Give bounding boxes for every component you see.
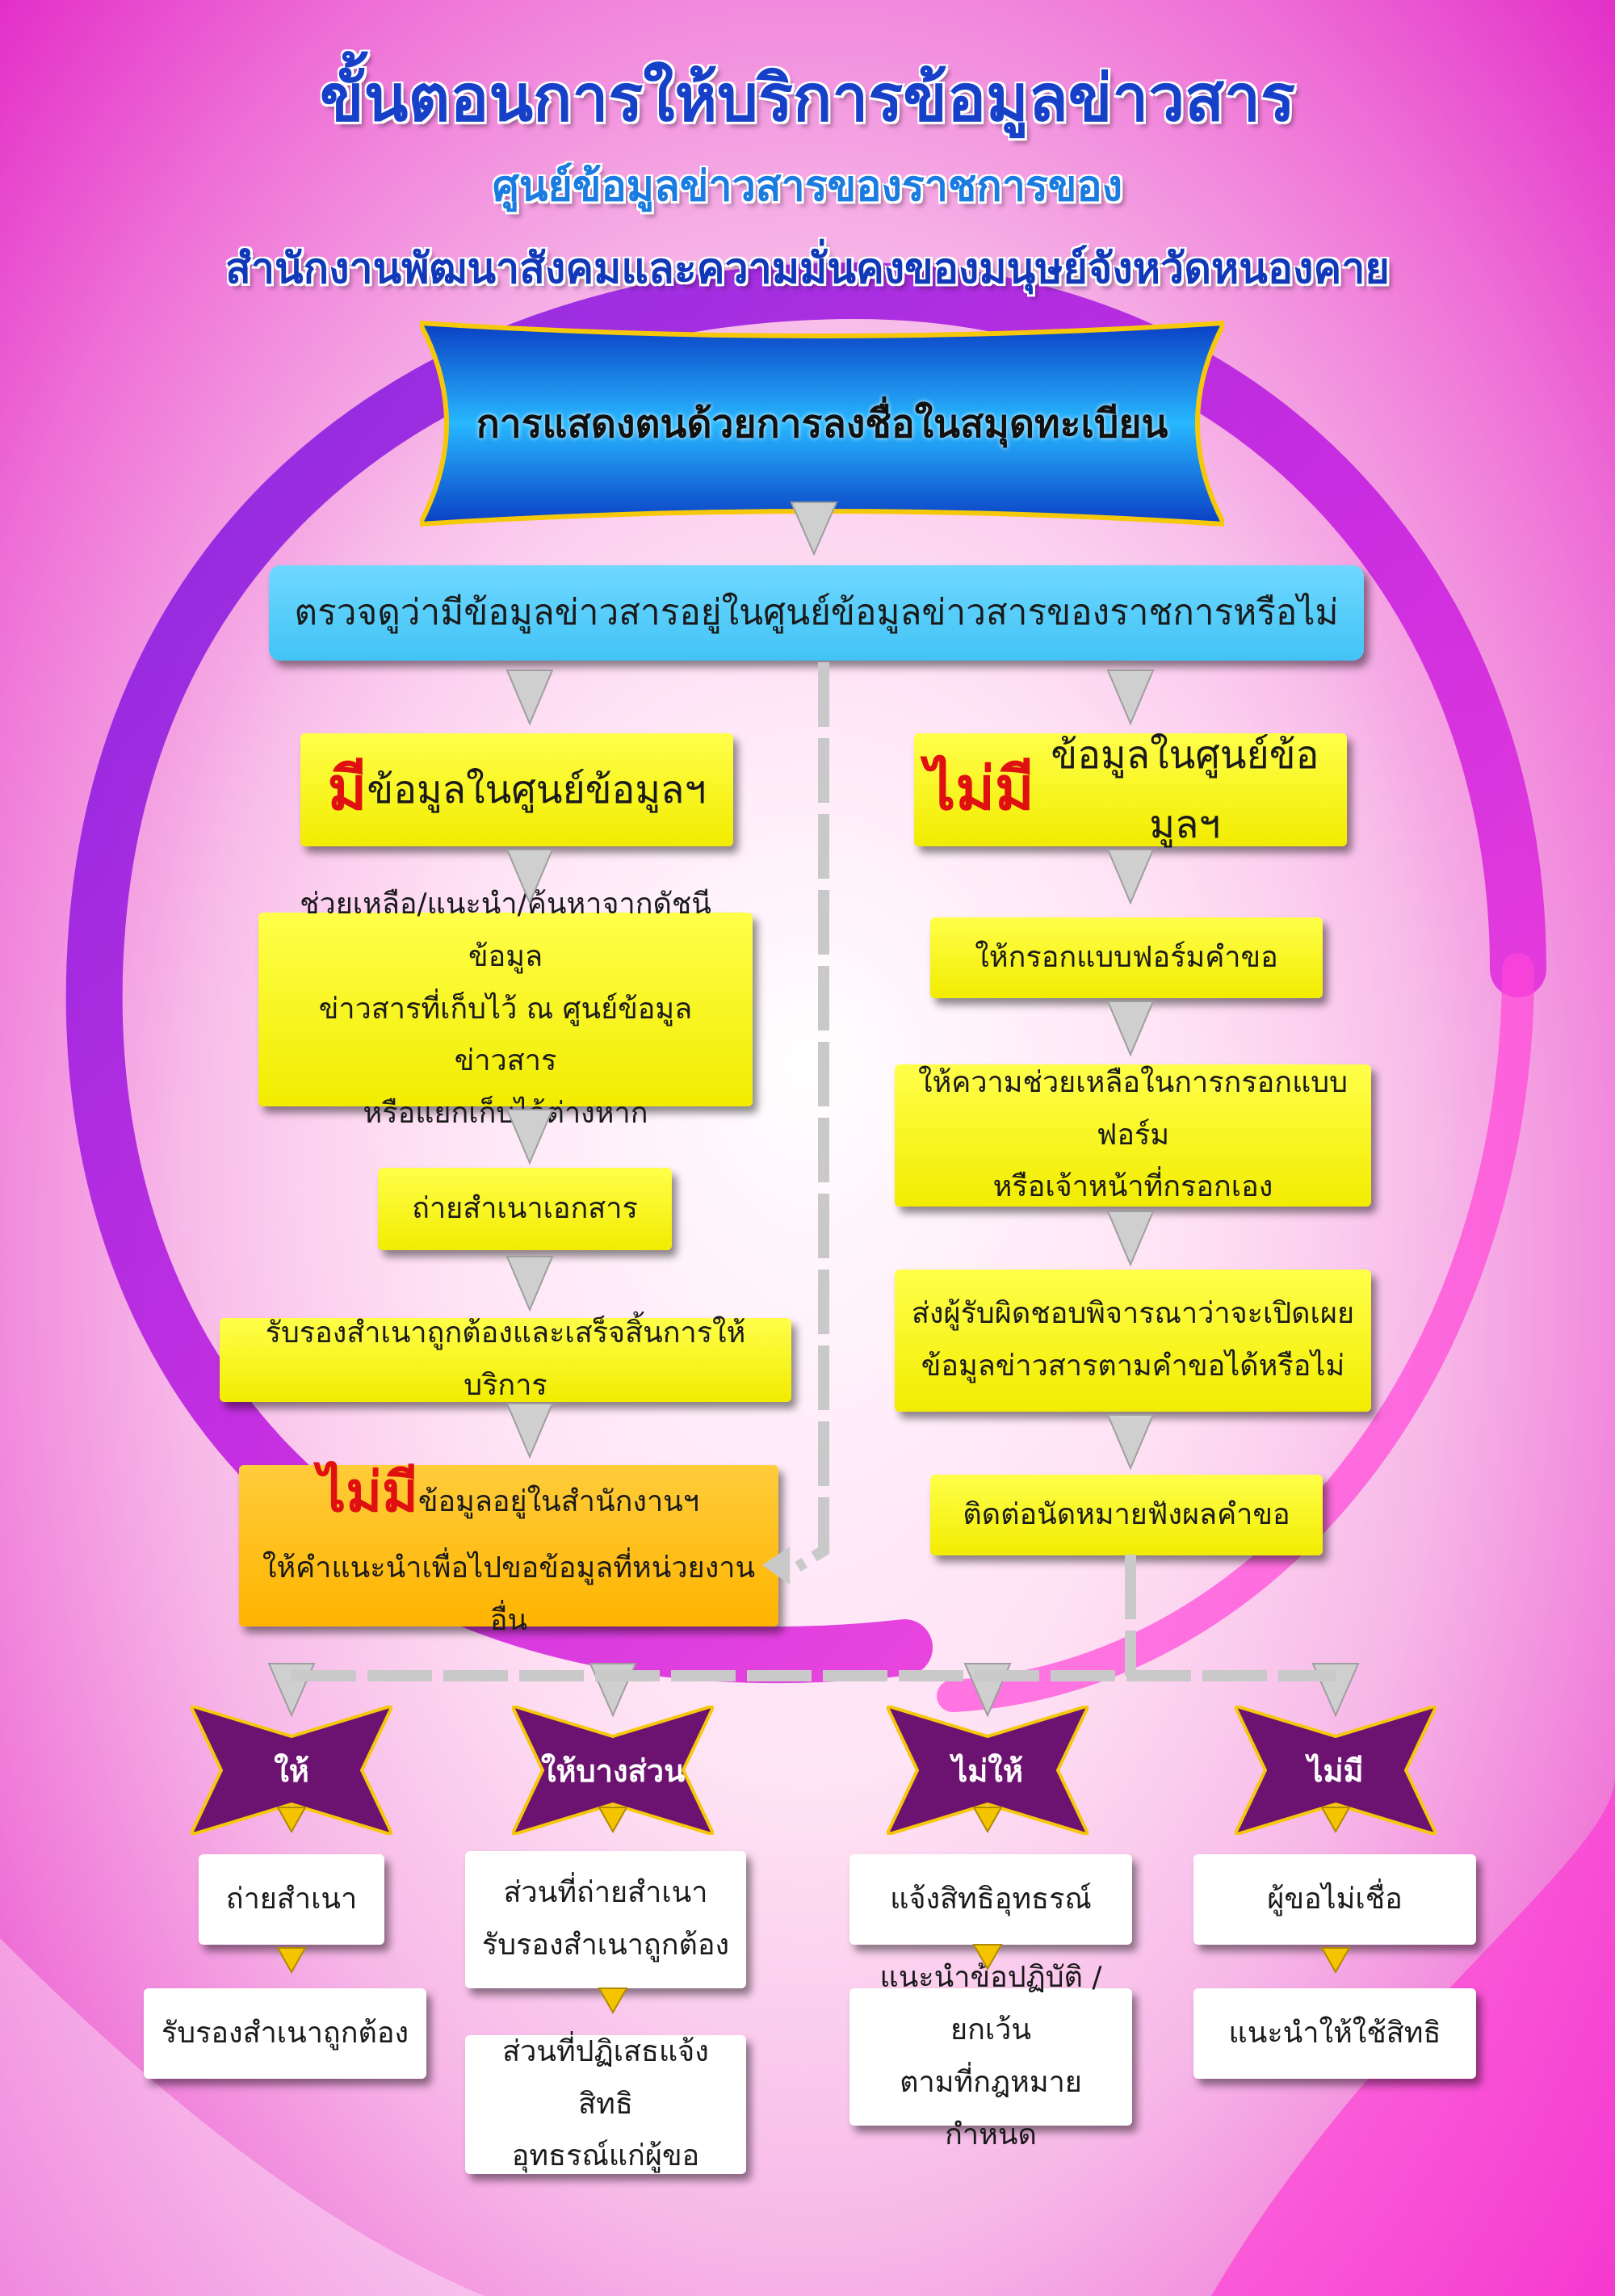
no-data-emphasis: ไม่มี <box>318 1461 418 1526</box>
outcome-line: ผู้ขอไม่เชื่อ <box>1267 1882 1403 1916</box>
outcome-star-deny: ไม่ให้ <box>887 1706 1089 1835</box>
page-subtitle-2: สำนักงานพัฒนาสังคมและความมั่นคงของมนุษย์… <box>225 245 1390 293</box>
outcome-line: อุทธรณ์แก่ผู้ขอ <box>511 2139 700 2173</box>
left-head-text: ข้อมูลในศูนย์ข้อมูลฯ <box>367 766 707 812</box>
no-data-rest: ข้อมูลอยู่ในสำนักงานฯ <box>417 1485 699 1519</box>
left-step-1-line: หรือแยกเก็บไว้ต่างหาก <box>363 1097 648 1131</box>
left-step-1-line: ข่าวสารที่เก็บไว้ ณ ศูนย์ข้อมูลข่าวสาร <box>318 992 693 1078</box>
page-title: ขั้นตอนการให้บริการข้อมูลข่าวสาร <box>319 61 1295 136</box>
outcome-deny-box-2: แนะนำข้อปฏิบัติ /ยกเว้น ตามที่กฎหมายกำหน… <box>849 1961 1132 2151</box>
outcome-give-box-2: รับรองสำเนาถูกต้อง <box>144 1988 426 2079</box>
outcome-partial-box-1: ส่วนที่ถ่ายสำเนา รับรองสำเนาถูกต้อง <box>465 1851 746 1988</box>
outcome-line: แนะนำให้ใช้สิทธิ <box>1228 2016 1441 2050</box>
right-step-1-box: ให้กรอกแบบฟอร์มคำขอ <box>930 917 1323 998</box>
right-head-box: ไม่มีข้อมูลในศูนย์ข้อมูลฯ <box>914 732 1347 847</box>
right-step-2-line: หรือเจ้าหน้าที่กรอกเอง <box>992 1170 1273 1204</box>
outcome-line: ตามที่กฎหมายกำหนด <box>900 2066 1082 2151</box>
star-shape <box>191 1706 392 1835</box>
outcome-line: รับรองสำเนาถูกต้อง <box>161 2016 409 2050</box>
outcome-star-give: ให้ <box>191 1706 392 1835</box>
outcome-give-box-1: ถ่ายสำเนา <box>199 1854 384 1945</box>
check-box: ตรวจดูว่ามีข้อมูลข่าวสารอยู่ในศูนย์ข้อมู… <box>269 565 1364 661</box>
right-step-2-box: ให้ความช่วยเหลือในการกรอกแบบฟอร์ม หรือเจ… <box>895 1064 1371 1207</box>
no-data-line-1: ไม่มีข้อมูลอยู่ในสำนักงานฯ <box>318 1444 699 1543</box>
right-head-text: ข้อมูลในศูนย์ข้อมูลฯ <box>1051 732 1319 847</box>
right-step-4-text: ติดต่อนัดหมายฟังผลคำขอ <box>963 1497 1290 1531</box>
outcome-line: แจ้งสิทธิอุทธรณ์ <box>890 1882 1092 1916</box>
right-step-3-line: ส่งผู้รับผิดชอบพิจารณาว่าจะเปิดเผย <box>911 1297 1355 1331</box>
outcome-star-none: ไม่มี <box>1235 1706 1437 1835</box>
right-step-2-line: ให้ความช่วยเหลือในการกรอกแบบฟอร์ม <box>917 1065 1348 1152</box>
outcome-label: ไม่มี <box>1307 1752 1364 1789</box>
left-step-2-text: ถ่ายสำเนาเอกสาร <box>412 1191 638 1225</box>
left-step-1-box: ช่วยเหลือ/แนะนำ/ค้นหาจากดัชนีข้อมูล ข่าว… <box>258 888 753 1130</box>
star-shape <box>887 1706 1089 1835</box>
no-data-box: ไม่มีข้อมูลอยู่ในสำนักงานฯ ให้คำแนะนำเพื… <box>239 1461 778 1637</box>
outcome-partial-box-2: ส่วนที่ปฏิเสธแจ้งสิทธิ อุทธรณ์แก่ผู้ขอ <box>465 2035 746 2174</box>
outcome-line: ถ่ายสำเนา <box>225 1882 358 1916</box>
outcome-line: ส่วนที่ถ่ายสำเนา <box>503 1876 708 1910</box>
left-head-emphasis: มี <box>327 754 367 825</box>
banner-shape <box>420 320 1224 527</box>
outcome-star-partial: ให้บางส่วน <box>512 1706 714 1835</box>
right-step-4-box: ติดต่อนัดหมายฟังผลคำขอ <box>930 1475 1323 1555</box>
outcome-label: ไม่ให้ <box>952 1752 1023 1789</box>
left-head-box: มีข้อมูลในศูนย์ข้อมูลฯ <box>300 733 733 846</box>
outcome-deny-box-1: แจ้งสิทธิอุทธรณ์ <box>849 1854 1132 1945</box>
right-step-3-line: ข้อมูลข่าวสารตามคำขอได้หรือไม่ <box>921 1349 1345 1383</box>
page-subtitle-1: ศูนย์ข้อมูลข่าวสารของราชการของ <box>492 162 1123 211</box>
star-shape <box>512 1706 714 1835</box>
banner-text: การแสดงตนด้วยการลงชื่อในสมุดทะเบียน <box>476 401 1168 447</box>
registration-banner: การแสดงตนด้วยการลงชื่อในสมุดทะเบียน <box>420 317 1224 531</box>
outcome-line: แนะนำข้อปฏิบัติ /ยกเว้น <box>879 1961 1102 2047</box>
left-step-3-text: รับรองสำเนาถูกต้องและเสร็จสิ้นการให้บริก… <box>265 1316 746 1402</box>
outcome-line: รับรองสำเนาถูกต้อง <box>481 1929 730 1962</box>
left-step-2-box: ถ่ายสำเนาเอกสาร <box>378 1168 672 1250</box>
right-step-1-text: ให้กรอกแบบฟอร์มคำขอ <box>975 940 1278 974</box>
right-step-3-box: ส่งผู้รับผิดชอบพิจารณาว่าจะเปิดเผย ข้อมู… <box>895 1270 1371 1412</box>
check-text: ตรวจดูว่ามีข้อมูลข่าวสารอยู่ในศูนย์ข้อมู… <box>294 592 1339 634</box>
right-head-emphasis: ไม่มี <box>925 754 1034 825</box>
outcome-label: ให้ <box>274 1752 309 1789</box>
left-step-3-box: รับรองสำเนาถูกต้องและเสร็จสิ้นการให้บริก… <box>220 1316 791 1402</box>
left-step-1-line: ช่วยเหลือ/แนะนำ/ค้นหาจากดัชนีข้อมูล <box>300 888 711 973</box>
no-data-line-2: ให้คำแนะนำเพื่อไปขอข้อมูลที่หน่วยงานอื่น <box>262 1551 756 1638</box>
outcome-none-box-2: แนะนำให้ใช้สิทธิ <box>1193 1988 1476 2079</box>
outcome-label: ให้บางส่วน <box>540 1752 686 1789</box>
star-shape <box>1235 1706 1437 1835</box>
outcome-line: ส่วนที่ปฏิเสธแจ้งสิทธิ <box>502 2034 709 2121</box>
outcome-none-box-1: ผู้ขอไม่เชื่อ <box>1193 1854 1476 1945</box>
